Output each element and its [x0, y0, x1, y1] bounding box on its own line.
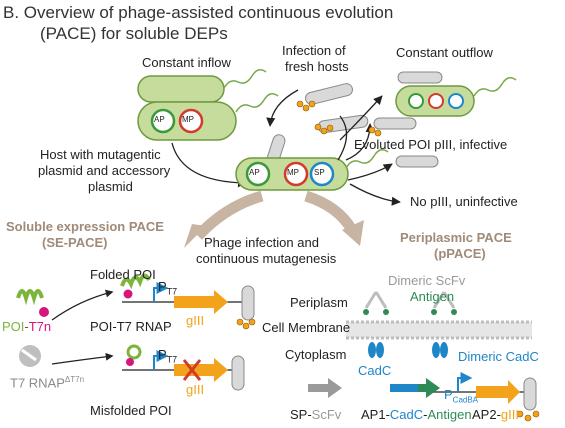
periplasm-label: Periplasm: [290, 295, 348, 310]
piii-dots: [296, 100, 316, 112]
misfolded-poi-label: Misfolded POI: [90, 403, 172, 418]
poi-t7n-protein: [16, 289, 49, 317]
giii-gene: [476, 386, 508, 398]
constant-inflow-label: Constant inflow: [142, 55, 231, 70]
blocked-x-icon: [182, 359, 202, 381]
poi-t7n-label: POI-T7n: [2, 319, 52, 334]
ap2-construct-label: AP2-gIII: [472, 407, 519, 422]
evoluted-label: Evoluted POI pIII, infective: [354, 137, 508, 152]
mp-plasmid-icon: [283, 161, 309, 187]
sp-plasmid-icon: [309, 161, 335, 187]
t7-rnap-label: T7 RNAPΔT7n: [10, 375, 85, 391]
t7-promoter-icon: [153, 350, 169, 370]
sp-scfv-construct-label: SP-ScFv: [290, 407, 342, 422]
uninfective-phage-icon: [395, 155, 439, 168]
giii-gene: [174, 364, 214, 376]
outflow-arrow-a: [337, 115, 348, 161]
antigen-label: Antigen: [410, 289, 455, 304]
folded-poi-complex: [120, 273, 151, 299]
misfolding-arrow: [51, 352, 114, 365]
infection-label-1: Infection of: [282, 43, 346, 58]
mp-plasmid-icon: [178, 108, 204, 134]
ap1-construct-label: AP1-CadC-Antigen: [361, 407, 472, 422]
host-label-1: Host with mutagentic: [40, 147, 161, 162]
folded-poi-label: Folded POI: [90, 267, 156, 282]
infection-arrow: [266, 89, 299, 127]
cytoplasm-label: Cytoplasm: [285, 347, 347, 362]
phage-infection-label-1: Phage infection and: [204, 235, 319, 250]
cell-membrane-label: Cell Membrane: [262, 320, 351, 335]
poi-t7-rnap-label: POI-T7 RNAP: [90, 319, 172, 334]
uninfective-arrow: [347, 163, 393, 181]
sp-label-central: SP: [314, 168, 325, 177]
dimeric-scfv-label: Dimeric ScFv: [388, 273, 466, 288]
host-label-3: plasmid: [88, 179, 133, 194]
piii-dots: [314, 123, 334, 135]
se-pace-title-2: (SE-PACE): [42, 235, 108, 250]
t7-promoter-icon: [153, 282, 169, 302]
central-host: [235, 149, 389, 191]
outflow-host: [395, 71, 517, 117]
t7-promoter-label-top: PT7: [158, 279, 178, 297]
sp-scfv-construct: [308, 384, 328, 392]
ap-label: AP: [154, 115, 165, 124]
ppace-title-2: (pPACE): [434, 246, 486, 261]
ap1-construct: [390, 384, 418, 392]
phage-icon: [241, 285, 255, 321]
ppace-big-arrow: [304, 190, 357, 233]
t7-rnap-protein: [19, 345, 41, 367]
infection-label-2: fresh hosts: [285, 59, 349, 74]
phage-icon: [373, 117, 417, 130]
pilus: [223, 69, 267, 89]
ap-plasmid-icon: [245, 161, 271, 187]
inflow-hosts: [137, 69, 279, 141]
title-line-2: (PACE) for soluble DEPs: [40, 24, 228, 43]
antigen-dots: [363, 309, 457, 315]
giii-gene: [174, 296, 214, 308]
se-pace-big-arrow: [193, 190, 264, 240]
mp-label-central: MP: [287, 168, 299, 177]
cadba-promoter-label: PCadBA: [444, 387, 479, 405]
ppace-title-1: Periplasmic PACE: [400, 230, 512, 245]
t7-promoter-label-bottom: PT7: [158, 347, 178, 365]
phage-icon: [523, 377, 537, 411]
evolved-phage: [368, 117, 417, 137]
pilus: [345, 149, 389, 169]
dimeric-cadc-label: Dimeric CadC: [458, 349, 539, 364]
phage-icon: [231, 355, 245, 391]
dimeric-scfv: [364, 291, 456, 309]
phage-icon: [305, 83, 353, 105]
cadc-label: CadC: [358, 363, 392, 378]
host-label-2: plasmid and accessory: [38, 163, 171, 178]
no-piii-label: No pIII, uninfective: [410, 194, 518, 209]
host-cell: [137, 75, 225, 103]
cell-membrane: [346, 320, 532, 340]
cadc-proteins: [368, 342, 448, 358]
mp-label: MP: [182, 115, 194, 124]
outflow-arrow-b: [339, 95, 383, 141]
pilus: [235, 93, 279, 113]
phage-icon: [397, 71, 443, 84]
ap-label-central: AP: [249, 168, 260, 177]
cadba-promoter-icon: [457, 372, 473, 392]
misfolded-poi-complex: [126, 344, 142, 366]
fresh-host-phages: [296, 83, 369, 135]
giii-label-top: gIII: [186, 313, 205, 328]
constant-outflow-label: Constant outflow: [396, 45, 493, 60]
phage-infection-label-2: continuous mutagenesis: [196, 251, 337, 266]
giii-label-bottom: gIII: [186, 382, 205, 397]
inflow-arrow: [171, 142, 247, 188]
se-pace-title-1: Soluble expression PACE: [6, 219, 164, 234]
no-piii-arrow: [349, 183, 401, 206]
title-line-1: B. Overview of phage-assisted continuous…: [3, 3, 394, 22]
ap-plasmid-icon: [150, 108, 176, 134]
folding-arrow: [51, 289, 114, 321]
